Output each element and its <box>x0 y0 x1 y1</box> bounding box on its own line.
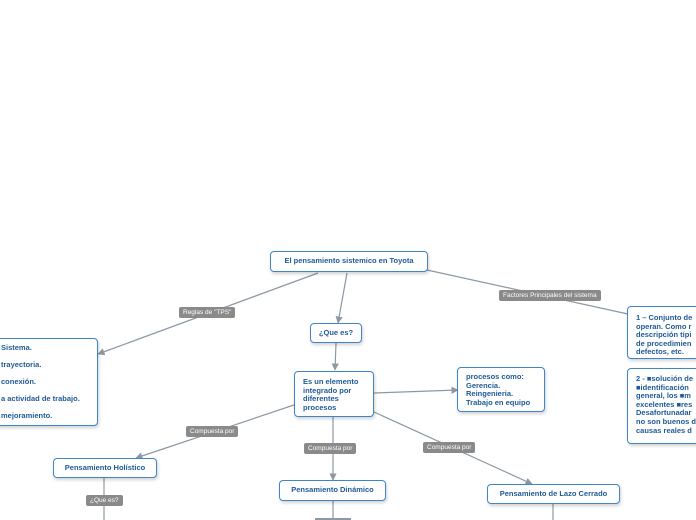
factor-1-line-2: operan. Como r <box>636 321 692 331</box>
factor-1-line-4: de procedimien <box>636 338 692 348</box>
label-compuesta-lazo[interactable]: Compuesta por <box>423 442 476 453</box>
factor-1-line-1: 1 – Conjunto de <box>636 313 693 322</box>
integrado-node[interactable]: Es un elemento integrado por diferentes … <box>294 371 374 417</box>
regla-item-3: conexión. <box>1 376 37 386</box>
integrado-line-2: integrado por <box>303 385 352 395</box>
link-integrado-procesos <box>373 386 459 394</box>
factor-1-line-5: defectos, etc. <box>636 347 684 357</box>
label-compuesta-dinamico[interactable]: Compuesta por <box>304 443 357 454</box>
integrado-line-4: procesos <box>303 402 337 412</box>
que-es-node[interactable]: ¿Que es? <box>310 323 362 343</box>
integrado-line-3: diferentes <box>303 394 339 404</box>
procesos-line-2: Gerencia. <box>466 380 501 390</box>
procesos-node[interactable]: procesos como: Gerencia. Reingenieria. T… <box>457 367 545 412</box>
factor-2-node[interactable]: 2 - ■solución de ■identificación general… <box>627 368 696 444</box>
factor-2-line-5: Desafortunadar <box>636 408 692 418</box>
label-factores-principales[interactable]: Factores Principales del sistema <box>499 290 601 301</box>
dinamico-node[interactable]: Pensamiento Dinámico <box>279 480 386 501</box>
factor-2-line-1: 2 - ■solución de <box>636 374 694 383</box>
factor-2-line-3: general, los ■m <box>636 391 691 401</box>
factor-2-line-4: excelentes ■res <box>636 399 693 409</box>
factor-2-line-2: ■identificación <box>636 382 689 392</box>
procesos-line-1: procesos como: <box>466 372 524 381</box>
link-root-que-es <box>335 272 348 324</box>
reglas-list-node[interactable]: Sistema. trayectoria. conexión. a activi… <box>0 338 98 426</box>
regla-item-5: mejoramiento. <box>1 410 53 420</box>
procesos-line-4: Trabajo en equipo <box>466 397 531 407</box>
label-que-es-holistico[interactable]: ¿Que es? <box>86 495 123 506</box>
factor-1-node[interactable]: 1 – Conjunto de operan. Como r descripci… <box>627 306 696 359</box>
label-compuesta-holistico[interactable]: Compuesta por <box>186 426 239 437</box>
link-que-es-integrado <box>331 342 339 371</box>
regla-item-4: a actividad de trabajo. <box>1 393 80 403</box>
regla-item-2: trayectoria. <box>1 359 42 369</box>
label-reglas-tps[interactable]: Reglas de "TPS" <box>179 307 236 318</box>
factor-2-line-6: no son buenos d <box>636 416 696 426</box>
integrado-line-1: Es un elemento <box>303 377 359 386</box>
lazo-cerrado-node[interactable]: Pensamiento de Lazo Cerrado <box>487 484 620 504</box>
factor-1-line-3: descripción típi <box>636 330 692 340</box>
root-topic-node[interactable]: El pensamiento sistemico en Toyota <box>270 251 428 272</box>
holistico-node[interactable]: Pensamiento Holístico <box>53 458 157 478</box>
factor-2-line-7: causas reales d <box>636 425 692 435</box>
regla-item-1: Sistema. <box>1 343 32 352</box>
procesos-line-3: Reingenieria. <box>466 389 514 399</box>
